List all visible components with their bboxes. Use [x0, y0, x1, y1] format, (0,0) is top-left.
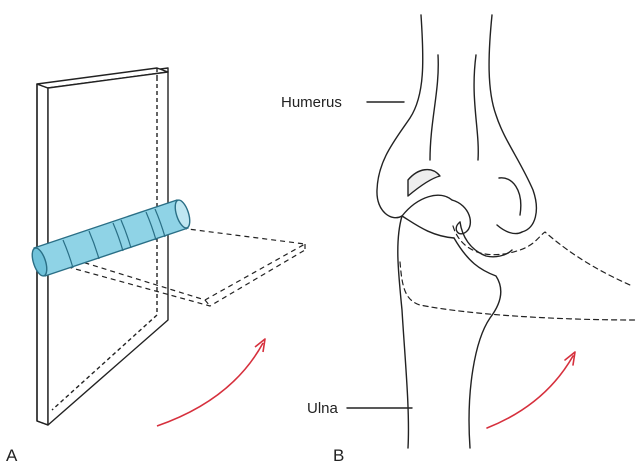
ulna-label: Ulna — [307, 401, 338, 416]
humerus-label: Humerus — [281, 95, 342, 110]
elbow-joint — [347, 15, 635, 448]
rotation-arrow-a — [157, 339, 265, 426]
ulna-bone — [398, 216, 512, 448]
rotation-arrow-b — [487, 352, 575, 428]
hinge-model — [29, 68, 305, 426]
humerus-bone — [377, 15, 536, 234]
panel-label-a: A — [6, 447, 17, 464]
panel-label-b: B — [333, 447, 344, 464]
forearm-dashed-outline — [400, 226, 635, 320]
